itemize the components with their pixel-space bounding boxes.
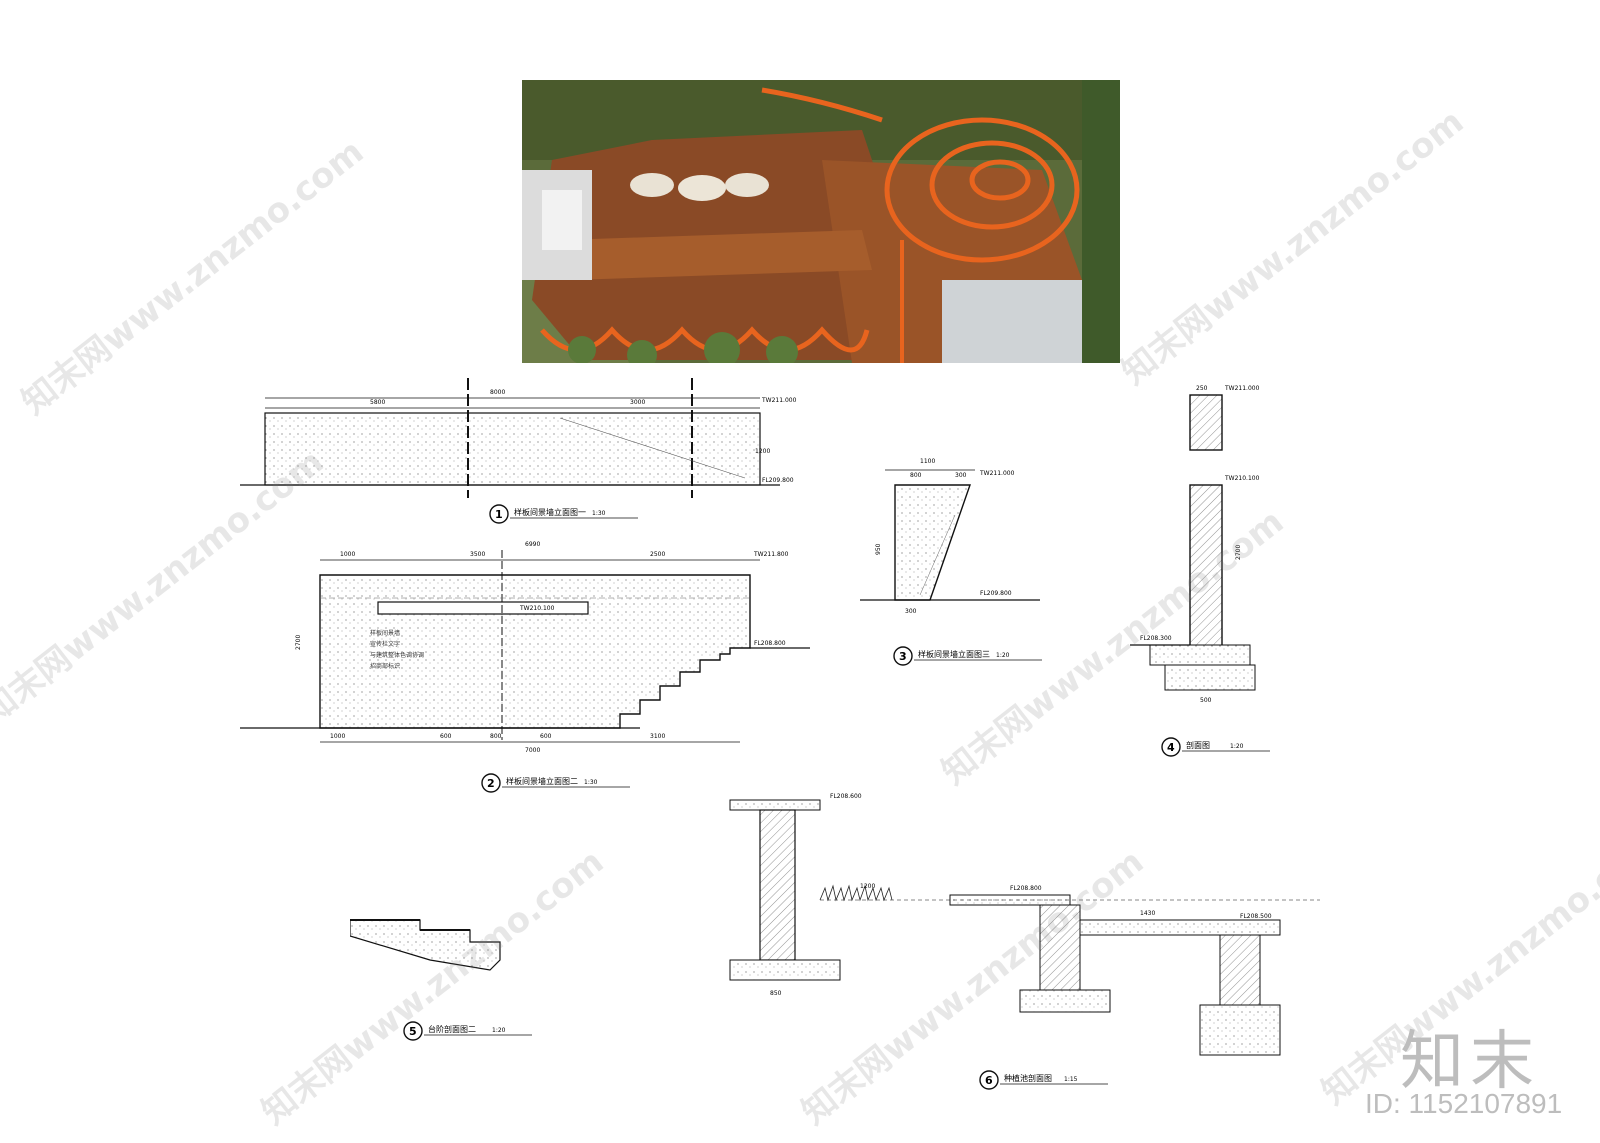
caption-6-num: 6 bbox=[985, 1074, 993, 1087]
elev3-w1: 800 bbox=[910, 472, 922, 479]
caption-4: 4 剖面图 1:20 bbox=[1160, 736, 1320, 758]
id-label: ID: 1152107891 bbox=[1365, 1088, 1563, 1119]
elev2-seg-c: 2500 bbox=[650, 551, 665, 558]
elev2-bottom-3: 800 bbox=[490, 733, 502, 740]
elevation-one-drawing: 8000 5800 3000 TW211.000 FL209.800 1200 bbox=[240, 378, 797, 498]
caption-6-title: 种植池剖面图 bbox=[1004, 1073, 1052, 1083]
elev3-base: 300 bbox=[905, 608, 917, 615]
section-four-drawing: TW211.000 TW210.100 FL208.300 2700 250 5… bbox=[1130, 385, 1260, 704]
caption-2-title: 样板间景墙立面图二 bbox=[506, 776, 578, 786]
elev2-seg-b: 3500 bbox=[470, 551, 485, 558]
sec4-floor-level: FL208.300 bbox=[1140, 635, 1172, 642]
caption-3: 3 样板间景墙立面图三 1:20 bbox=[892, 645, 1112, 667]
elev2-bottom-5: 3100 bbox=[650, 733, 665, 740]
caption-3-num: 3 bbox=[899, 650, 907, 663]
elev1-right-dim: 3000 bbox=[630, 399, 645, 406]
sec6-w2: 1430 bbox=[1140, 910, 1155, 917]
elev1-left-dim: 5800 bbox=[370, 399, 385, 406]
elev3-width: 1100 bbox=[920, 458, 935, 465]
elev2-top-level: TW211.800 bbox=[753, 551, 789, 558]
elev2-note-1: 样板间景墙 bbox=[370, 629, 400, 637]
caption-5-title: 台阶剖面图二 bbox=[428, 1024, 476, 1034]
elev3-w2: 300 bbox=[955, 472, 967, 479]
elev3-height: 950 bbox=[875, 543, 882, 555]
elev3-floor-level: FL209.800 bbox=[980, 590, 1012, 597]
elev3-top-level: TW211.000 bbox=[979, 470, 1015, 477]
watermark-2: 知末网www.znzmo.com bbox=[1114, 101, 1472, 393]
sec4-wall: 250 bbox=[1196, 385, 1208, 392]
sec6-level-a: FL208.600 bbox=[830, 793, 862, 800]
caption-4-title: 剖面图 bbox=[1186, 740, 1210, 750]
sec6-width: 1200 bbox=[860, 883, 875, 890]
sec4-top-level: TW211.000 bbox=[1224, 385, 1260, 392]
sec4-total: 2700 bbox=[1235, 545, 1242, 560]
elev1-total-dim: 8000 bbox=[490, 389, 505, 396]
elevation-three-drawing: 1100 800 300 TW211.000 FL209.800 950 300 bbox=[860, 458, 1040, 615]
elev2-note-2: 宣传栏文字 bbox=[370, 640, 400, 648]
caption-2: 2 样板间景墙立面图二 1:30 bbox=[480, 772, 780, 794]
caption-5-num: 5 bbox=[409, 1025, 417, 1038]
elevation-two-drawing: 6990 1000 3500 2500 TW211.800 FL208.800 … bbox=[240, 541, 810, 754]
elev2-bottom-total: 7000 bbox=[525, 747, 540, 754]
elev2-seg-a: 1000 bbox=[340, 551, 355, 558]
section-six-drawing: 1200 1430 FL208.600 FL208.800 FL208.500 … bbox=[729, 793, 1320, 1056]
caption-2-scale: 1:30 bbox=[584, 779, 598, 786]
elev1-height-dim: 1200 bbox=[755, 448, 770, 455]
caption-1: 1 样板间景墙立面图一 1:30 bbox=[488, 503, 788, 525]
caption-1-title: 样板间景墙立面图一 bbox=[514, 507, 586, 517]
elev2-note-4: 招商部标识 bbox=[370, 662, 400, 670]
caption-5-scale: 1:20 bbox=[492, 1027, 506, 1034]
elev2-height: 2700 bbox=[295, 635, 302, 650]
elev2-mid-level: TW210.100 bbox=[519, 605, 555, 612]
elev2-note-3: 与建筑整体色调协调 bbox=[370, 651, 424, 659]
brand-logo: 知末 bbox=[1400, 1025, 1540, 1099]
caption-6-scale: 1:15 bbox=[1064, 1076, 1078, 1083]
elev2-bottom-1: 1000 bbox=[330, 733, 345, 740]
caption-4-num: 4 bbox=[1167, 741, 1175, 754]
caption-1-scale: 1:30 bbox=[592, 510, 606, 517]
elev2-total: 6990 bbox=[525, 541, 540, 548]
elev1-floor-level: FL209.800 bbox=[762, 477, 794, 484]
elev2-floor-level: FL208.800 bbox=[754, 640, 786, 647]
caption-5: 5 台阶剖面图二 1:20 bbox=[402, 1020, 602, 1042]
caption-1-num: 1 bbox=[495, 508, 503, 521]
sec4-mid-level: TW210.100 bbox=[1224, 475, 1260, 482]
sec6-base: 850 bbox=[770, 990, 782, 997]
sec6-level-b: FL208.800 bbox=[1010, 885, 1042, 892]
sec4-base: 500 bbox=[1200, 697, 1212, 704]
elev1-top-level: TW211.000 bbox=[761, 397, 797, 404]
caption-3-scale: 1:20 bbox=[996, 652, 1010, 659]
elev2-bottom-4: 600 bbox=[540, 733, 552, 740]
sec6-level-c: FL208.500 bbox=[1240, 913, 1272, 920]
rooftop-terrace-photo bbox=[522, 80, 1120, 363]
caption-6: 6 种植池剖面图 1:15 bbox=[978, 1069, 1178, 1091]
elev2-bottom-2: 600 bbox=[440, 733, 452, 740]
caption-2-num: 2 bbox=[487, 777, 495, 790]
section-five-drawing bbox=[350, 919, 501, 971]
caption-4-scale: 1:20 bbox=[1230, 743, 1244, 750]
caption-3-title: 样板间景墙立面图三 bbox=[918, 649, 990, 659]
